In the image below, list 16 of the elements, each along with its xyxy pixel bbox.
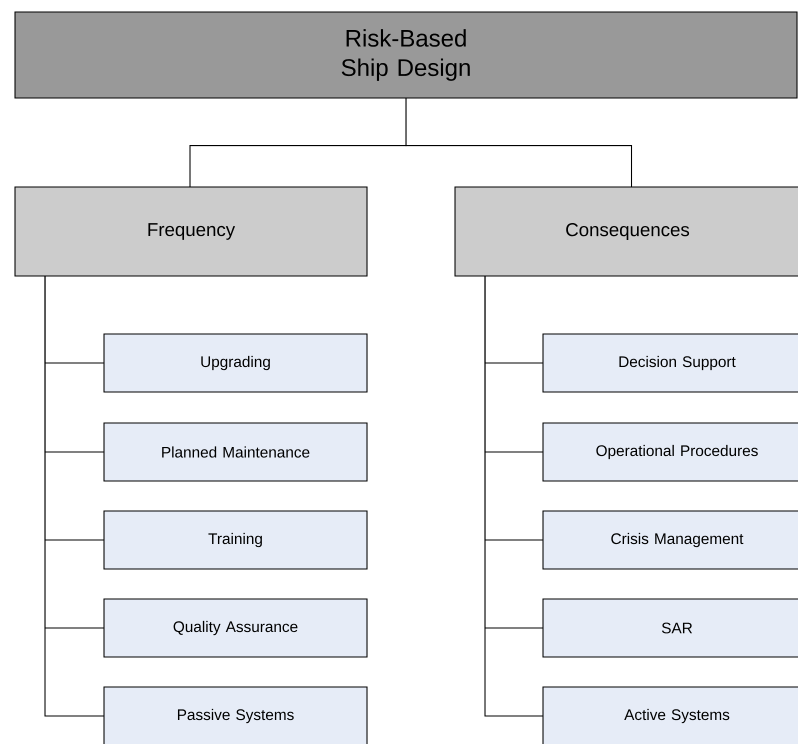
item-box: Training	[103, 510, 368, 570]
connector-line	[405, 98, 632, 187]
connector-line	[484, 276, 542, 717]
item-box: SAR	[542, 598, 798, 658]
category-box: Frequency	[14, 186, 368, 277]
title-box: Risk-Based Ship Design	[14, 11, 798, 99]
item-box: Passive Systems	[103, 686, 368, 744]
item-box: Planned Maintenance	[103, 422, 368, 482]
item-box: Decision Support	[542, 333, 798, 393]
item-box: Quality Assurance	[103, 598, 368, 658]
item-box: Crisis Management	[542, 510, 798, 570]
item-box: Active Systems	[542, 686, 798, 744]
item-box: Operational Procedures	[542, 422, 798, 482]
item-box: Upgrading	[103, 333, 368, 393]
connector-line	[44, 276, 104, 717]
category-box: Consequences	[454, 186, 798, 277]
